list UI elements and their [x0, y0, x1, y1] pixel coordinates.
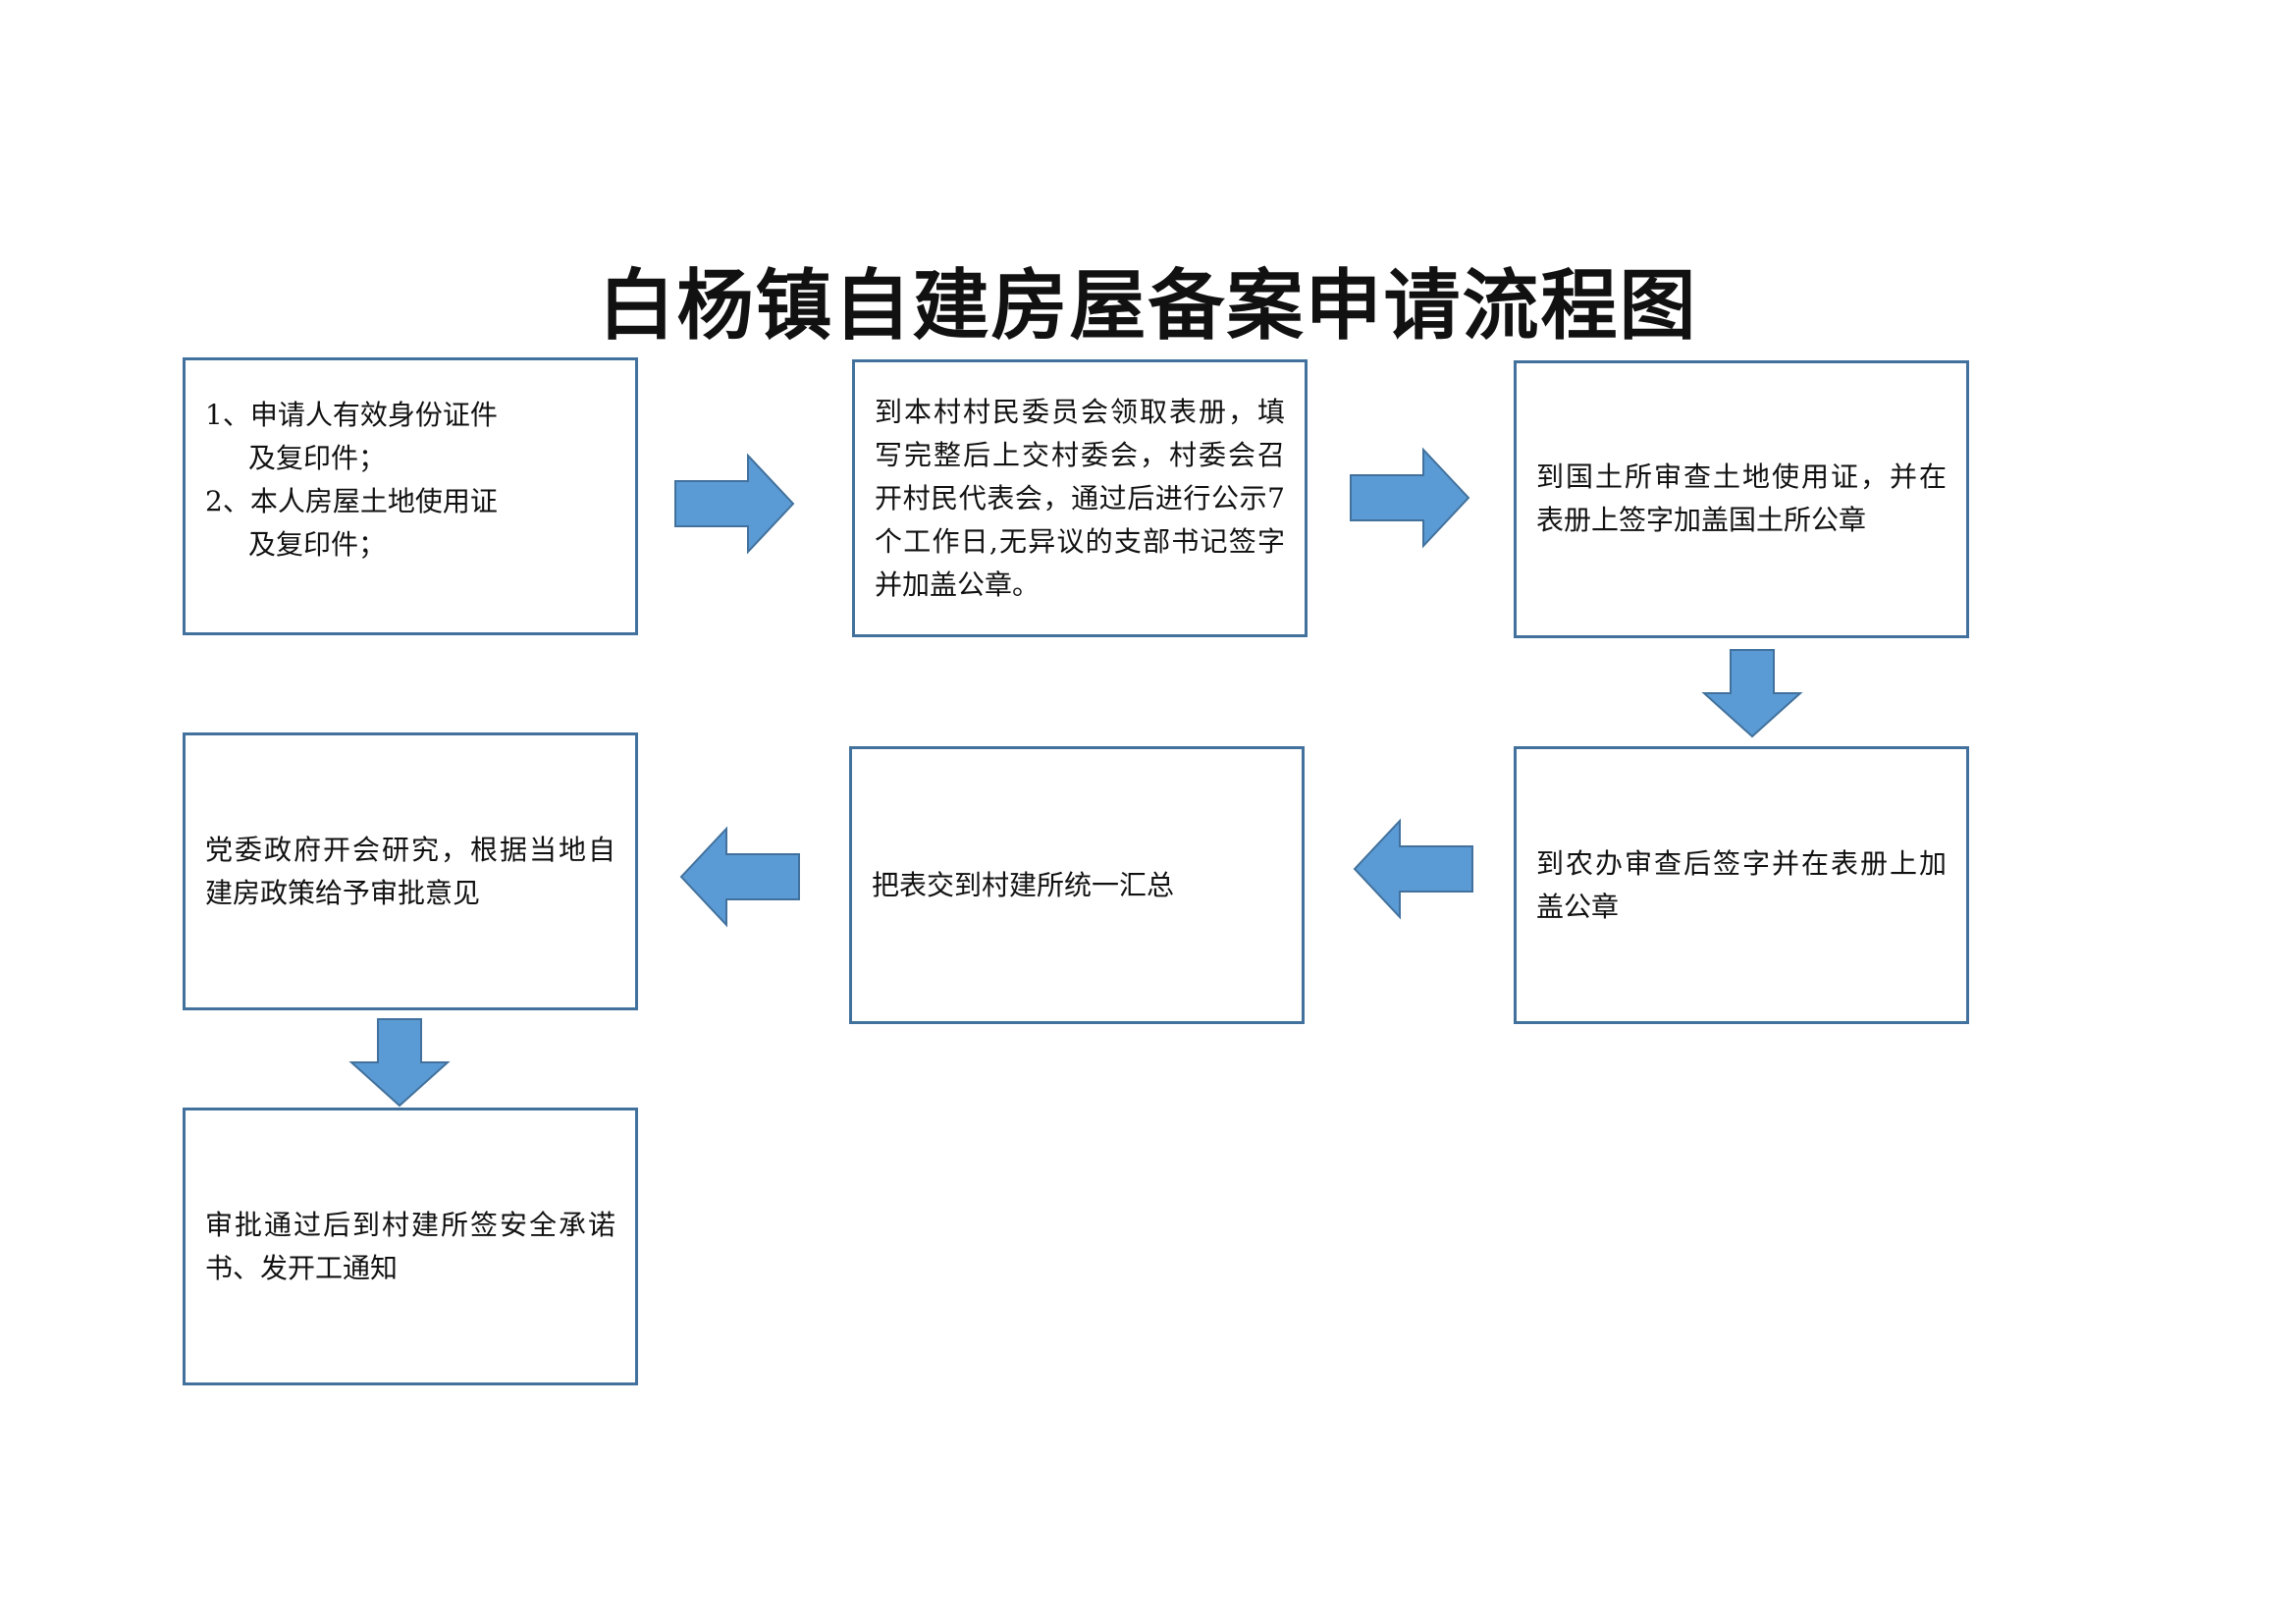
step-box-6: 党委政府开会研究，根据当地自建房政策给予审批意见: [183, 732, 638, 1010]
page-title: 白杨镇自建房屋备案申请流程图: [598, 262, 1698, 351]
step-2-text: 到本村村民委员会领取表册，填写完整后上交村委会，村委会召开村民代表会，通过后进行…: [875, 395, 1285, 601]
arrow-left-1-icon: [1353, 818, 1473, 920]
step-box-1: 1、申请人有效身份证件 及复印件； 2、本人房屋土地使用证 及复印件；: [183, 357, 638, 635]
arrow-down-2-icon: [348, 1018, 451, 1108]
step-box-3: 到国土所审查土地使用证，并在表册上签字加盖国土所公章: [1514, 360, 1969, 638]
step-5-text: 把表交到村建所统一汇总: [872, 868, 1175, 901]
step-1-line-2: 及复印件；: [248, 442, 387, 474]
step-box-7: 审批通过后到村建所签安全承诺书、发开工通知: [183, 1108, 638, 1385]
step-box-5: 把表交到村建所统一汇总: [849, 746, 1305, 1024]
arrow-down-1-icon: [1701, 649, 1803, 738]
step-box-4: 到农办审查后签字并在表册上加盖公章: [1514, 746, 1969, 1024]
step-1-line-4: 及复印件；: [248, 528, 387, 561]
arrow-right-2-icon: [1350, 447, 1470, 549]
arrow-right-1-icon: [674, 453, 795, 555]
step-6-text: 党委政府开会研究，根据当地自建房政策给予审批意见: [205, 833, 615, 909]
step-7-text: 审批通过后到村建所签安全承诺书、发开工通知: [205, 1208, 615, 1284]
step-4-text: 到农办审查后签字并在表册上加盖公章: [1536, 846, 1947, 923]
arrow-left-2-icon: [679, 826, 800, 928]
step-1-line-1: 1、申请人有效身份证件: [205, 399, 498, 431]
step-1-line-3: 2、本人房屋土地使用证: [205, 485, 498, 517]
step-box-2: 到本村村民委员会领取表册，填写完整后上交村委会，村委会召开村民代表会，通过后进行…: [852, 359, 1308, 637]
step-3-text: 到国土所审查土地使用证，并在表册上签字加盖国土所公章: [1536, 460, 1947, 536]
